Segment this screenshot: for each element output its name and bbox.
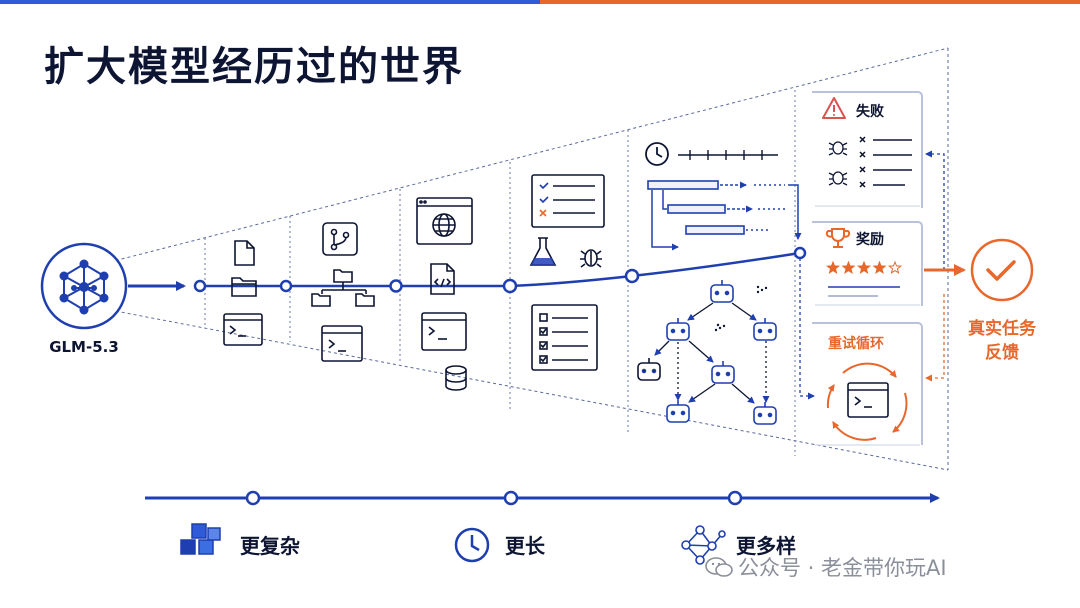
watermark-text: 公众号 · 老金带你玩AI: [738, 556, 947, 580]
flow-node: [624, 268, 640, 284]
fail-panel: 失败: [812, 91, 923, 208]
glm-model-node: [40, 242, 128, 330]
flow-node: [279, 279, 293, 293]
robot-icon: [637, 358, 661, 381]
file-icon: [234, 240, 255, 266]
star-icon: [841, 260, 856, 274]
top-accent-bar: [0, 0, 1080, 4]
fail-label: 失败: [856, 103, 885, 120]
terminal-icon: [223, 313, 263, 346]
star-icon: [872, 260, 887, 274]
bug-icon: [580, 249, 602, 268]
retry-panel: 重试循环: [812, 322, 923, 446]
checklist-icon: [531, 174, 605, 228]
code-file-icon: [430, 263, 455, 295]
git-branch-icon: [322, 222, 358, 256]
stage-4: [529, 174, 605, 371]
browser-globe-icon: [416, 197, 473, 245]
main-flow-line: [128, 251, 801, 291]
feedback-line-2: 反馈: [985, 342, 1019, 363]
terminal-icon: [421, 312, 467, 351]
terminal-icon: [847, 382, 889, 418]
star-icon: [856, 260, 872, 274]
robot-icon: [753, 318, 777, 341]
page-title: 扩大模型经历过的世界: [44, 44, 464, 90]
axis-node: [245, 490, 261, 506]
warning-icon: [822, 97, 846, 119]
flow-node: [793, 246, 807, 260]
robot-icon: [666, 400, 690, 423]
clock-icon: [454, 527, 490, 563]
reward-label: 奖励: [856, 231, 884, 248]
bug-icon: [828, 141, 848, 156]
star-icon: [887, 260, 903, 274]
top-accent-orange: [540, 0, 1080, 4]
wechat-icon: [705, 557, 733, 577]
stage-3: [416, 197, 473, 391]
flow-node: [502, 278, 518, 294]
axis-node: [727, 490, 743, 506]
top-accent-blue: [0, 0, 540, 4]
stage-2: [311, 222, 375, 362]
stage-5-timeline: [645, 142, 802, 251]
robot-icon: [711, 361, 735, 384]
clock-icon: [645, 142, 669, 166]
axis-label-longer: 更长: [505, 534, 546, 558]
folder-icon: [231, 277, 257, 297]
dot-marks: [714, 285, 768, 332]
retry-cycle-icon: [826, 362, 908, 441]
feedback-line-1: 真实任务: [968, 318, 1037, 339]
dimension-axis: [145, 490, 940, 506]
stage-1: [223, 240, 263, 346]
robot-icons: [637, 280, 777, 425]
network-icon: [681, 525, 726, 565]
star-icon: [825, 260, 841, 274]
flow-node: [389, 279, 403, 293]
flow-node: [193, 279, 207, 293]
panel-connectors: [799, 150, 945, 400]
feedback-node: [924, 238, 1034, 302]
trophy-icon: [825, 228, 851, 248]
glm-label: GLM-5.3: [49, 338, 119, 356]
watermark: 公众号 · 老金带你玩AI: [704, 552, 947, 582]
axis-label-complex: 更复杂: [240, 534, 300, 558]
robot-icon: [753, 402, 777, 425]
gantt-bars: [647, 180, 745, 235]
flow-nodes: [193, 246, 807, 294]
terminal-icon: [321, 325, 363, 362]
robot-icon: [710, 280, 734, 303]
bug-icon: [828, 171, 848, 186]
flask-icon: [529, 237, 557, 266]
database-icon: [445, 365, 467, 391]
axis-node: [503, 490, 519, 506]
cubes-icon: [180, 523, 221, 555]
axis-label-diverse: 更多样: [736, 534, 796, 558]
tree-edges: [654, 302, 770, 404]
folder-tree-icon: [311, 269, 375, 307]
rating-stars: [825, 260, 903, 274]
funnel-outline: [109, 47, 949, 471]
reward-panel: 奖励: [812, 221, 923, 306]
robot-icon: [666, 318, 690, 341]
stage-5-agent-tree: [637, 280, 777, 425]
check-icon: [986, 260, 1016, 281]
checklist-icon: [531, 304, 598, 371]
retry-label: 重试循环: [828, 335, 884, 352]
